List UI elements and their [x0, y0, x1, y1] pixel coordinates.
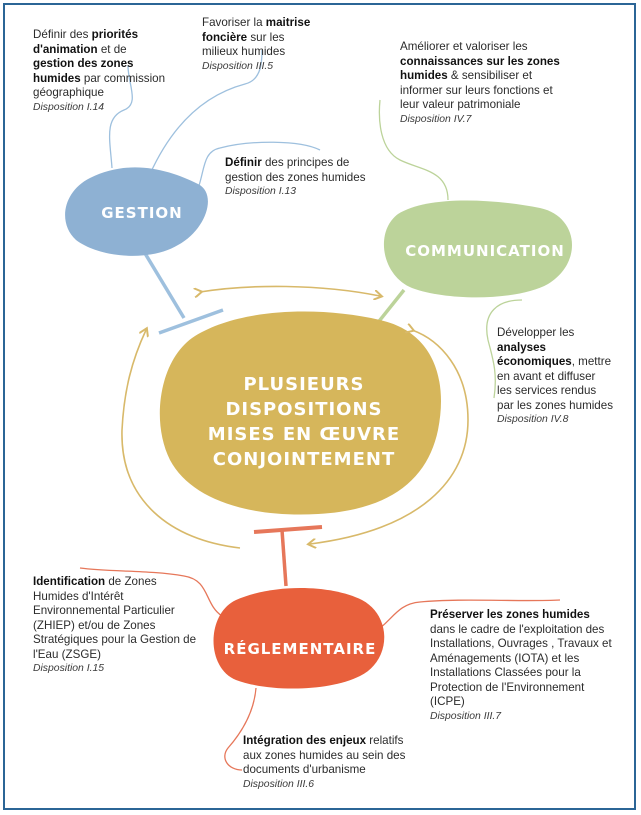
disposition-label: Disposition IV.8: [497, 414, 569, 425]
communication-label: COMMUNICATION: [405, 242, 565, 260]
reglementaire-bar: [253, 525, 323, 534]
gestion-stem: [141, 249, 186, 319]
communication-blob: [383, 200, 572, 298]
center-line-4: CONJOINTEMENT: [212, 449, 396, 470]
reglementaire-blob: [213, 588, 385, 689]
note-reglementaire-identification: Identification de Zones Humides d'Intérê…: [33, 575, 203, 677]
gestion-label: GESTION: [101, 204, 183, 222]
gestion-bar: [158, 308, 224, 335]
disposition-label: Disposition I.13: [225, 186, 297, 197]
arrow-gestion-communication: [200, 285, 380, 296]
figure-frame: [3, 3, 636, 810]
arrow-left-loop: [121, 330, 241, 549]
reglementaire-connector-2: [371, 599, 561, 635]
note-reglementaire-preserver: Préserver les zones humides dans le cadr…: [430, 608, 615, 724]
note-reglementaire-integration: Intégration des enjeux relatifs aux zone…: [243, 734, 418, 792]
center-label: PLUSIEURS DISPOSITIONS MISES EN ŒUVRE CO…: [180, 372, 428, 472]
disposition-label: Disposition III.6: [243, 778, 315, 790]
reglementaire-connector-3: [224, 687, 257, 771]
note-communication-connaissances: Améliorer et valoriser les connaissances…: [400, 40, 570, 127]
center-line-1: PLUSIEURS: [243, 374, 365, 395]
reglementaire-stem: [280, 529, 288, 587]
communication-connector-1: [378, 99, 449, 201]
disposition-label: Disposition I.15: [33, 663, 105, 674]
reglementaire-label: RÉGLEMENTAIRE: [223, 640, 377, 658]
center-line-2: DISPOSITIONS: [225, 399, 383, 420]
center-line-3: MISES EN ŒUVRE: [207, 424, 401, 445]
gestion-connector-3: [193, 141, 321, 198]
reglementaire-connector-1: [79, 567, 223, 617]
communication-connector-2: [486, 299, 523, 399]
arrow-right-loop: [310, 330, 469, 544]
disposition-label: Disposition III.7: [430, 710, 502, 722]
note-communication-analyses: Développer les analyses économiques, met…: [497, 326, 613, 428]
disposition-label: Disposition IV.7: [400, 113, 472, 125]
disposition-label: Disposition I.14: [33, 101, 105, 113]
note-gestion-priorites: Définir des priorités d'animation et de …: [33, 28, 168, 115]
note-gestion-principes: Définir des principes de gestion des zon…: [225, 156, 375, 200]
disposition-label: Disposition III.5: [202, 60, 274, 72]
gestion-blob: [65, 167, 208, 256]
gestion-connector-2: [149, 49, 263, 175]
note-gestion-maitrise-fonciere: Favoriser la maitrise foncière sur les m…: [202, 16, 322, 74]
gestion-connector-1: [108, 65, 133, 169]
